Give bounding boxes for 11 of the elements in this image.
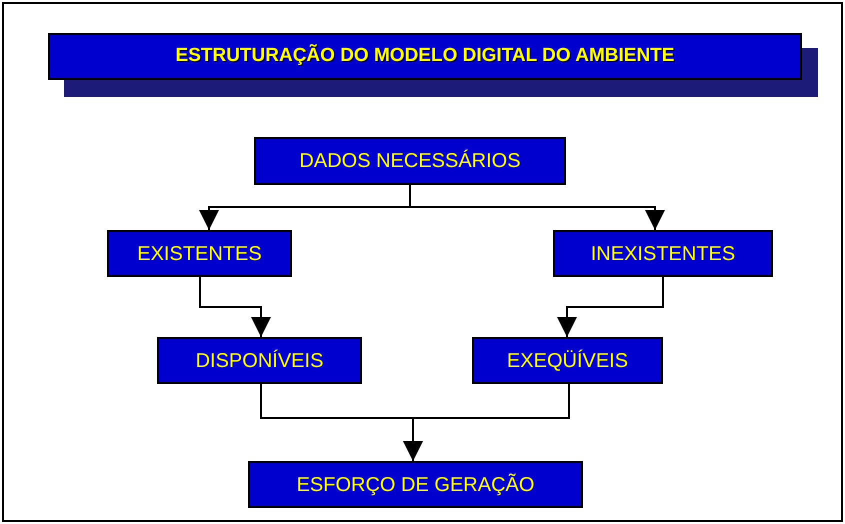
process-box: ESFORÇO DE GERAÇÃO bbox=[248, 461, 583, 508]
process-box: DADOS NECESSÁRIOS bbox=[254, 137, 566, 185]
process-box: INEXISTENTES bbox=[553, 230, 773, 277]
process-box: DISPONÍVEIS bbox=[157, 337, 362, 384]
arrow bbox=[403, 384, 570, 461]
process-box: EXISTENTES bbox=[107, 230, 292, 277]
arrow bbox=[409, 185, 665, 230]
process-box: EXEQÜÍVEIS bbox=[472, 337, 663, 384]
title-banner: ESTRUTURAÇÃO DO MODELO DIGITAL DO AMBIENTE bbox=[48, 33, 802, 80]
arrow bbox=[199, 277, 271, 337]
arrow bbox=[557, 277, 664, 337]
